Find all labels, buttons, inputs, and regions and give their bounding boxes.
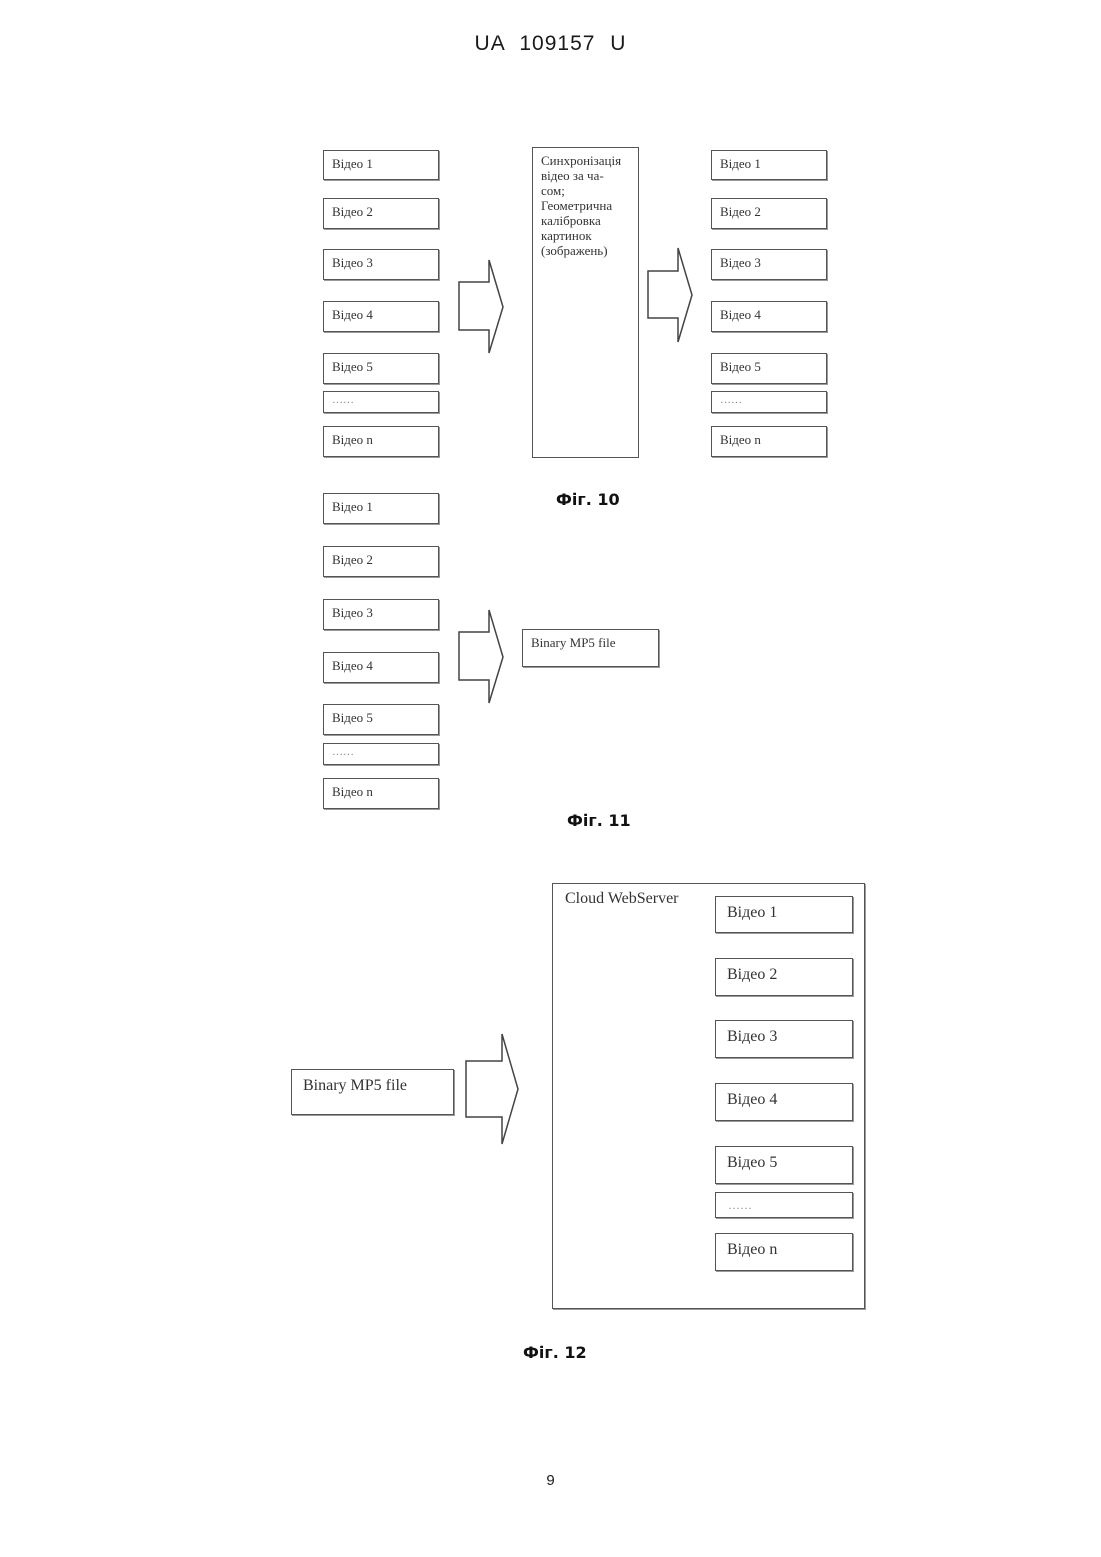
fig10-sync-line-3: сом; xyxy=(541,183,630,198)
fig12-server-video-4: Відео 4 xyxy=(715,1083,853,1121)
fig12-server-video-3: Відео 3 xyxy=(715,1020,853,1058)
fig10-output-video-n: Відео n xyxy=(711,426,827,457)
fig11-caption: Фіг. 11 xyxy=(567,811,631,830)
fig10-output-video-1: Відео 1 xyxy=(711,150,827,180)
fig10-input-video-4: Відео 4 xyxy=(323,301,439,332)
fig12-server-video-1: Відео 1 xyxy=(715,896,853,933)
fig10-input-video-3: Відео 3 xyxy=(323,249,439,280)
fig10-input-video-1: Відео 1 xyxy=(323,150,439,180)
fig12-server-video-5: Відео 5 xyxy=(715,1146,853,1184)
fig10-output-video-5: Відео 5 xyxy=(711,353,827,384)
fig10-arrow-to-sync xyxy=(457,258,507,355)
fig10-output-ellipsis: …… xyxy=(711,391,827,413)
fig10-input-video-n: Відео n xyxy=(323,426,439,457)
fig11-input-video-4: Відео 4 xyxy=(323,652,439,683)
fig11-input-video-1: Відео 1 xyxy=(323,493,439,524)
page-number: 9 xyxy=(0,1472,1101,1489)
fig10-output-video-3: Відео 3 xyxy=(711,249,827,280)
fig11-input-video-2: Відео 2 xyxy=(323,546,439,577)
fig11-input-video-3: Відео 3 xyxy=(323,599,439,630)
fig10-arrow-to-outputs xyxy=(646,246,696,344)
fig12-binary-mp5-file: Binary MP5 file xyxy=(291,1069,454,1115)
fig11-input-ellipsis: …… xyxy=(323,743,439,765)
fig11-arrow-to-binary xyxy=(457,608,507,705)
fig10-input-ellipsis: …… xyxy=(323,391,439,413)
fig11-input-video-5: Відео 5 xyxy=(323,704,439,735)
fig10-input-video-2: Відео 2 xyxy=(323,198,439,229)
fig12-cloud-webserver-title: Cloud WebServer xyxy=(565,890,679,908)
fig10-caption: Фіг. 10 xyxy=(556,490,620,509)
patent-number-header: UA 109157 U xyxy=(0,32,1101,56)
fig12-server-ellipsis: …… xyxy=(715,1192,853,1218)
fig10-output-video-2: Відео 2 xyxy=(711,198,827,229)
fig10-output-video-4: Відео 4 xyxy=(711,301,827,332)
fig12-server-video-n: Відео n xyxy=(715,1233,853,1271)
fig12-caption: Фіг. 12 xyxy=(523,1343,587,1362)
fig11-binary-mp5-file: Binary MP5 file xyxy=(522,629,659,667)
fig10-input-video-5: Відео 5 xyxy=(323,353,439,384)
fig10-sync-line-7: (зображень) xyxy=(541,243,630,258)
fig11-input-video-n: Відео n xyxy=(323,778,439,809)
fig12-server-video-2: Відео 2 xyxy=(715,958,853,996)
fig10-sync-line-1: Синхронізація xyxy=(541,153,630,168)
fig10-sync-calibration-box: Синхронізація відео за ча- сом; Геометри… xyxy=(532,147,639,458)
fig10-sync-line-4: Геометрична xyxy=(541,198,630,213)
fig12-arrow-to-server xyxy=(464,1032,522,1146)
fig10-sync-line-2: відео за ча- xyxy=(541,168,630,183)
fig10-sync-line-5: калібровка xyxy=(541,213,630,228)
fig10-sync-line-6: картинок xyxy=(541,228,630,243)
